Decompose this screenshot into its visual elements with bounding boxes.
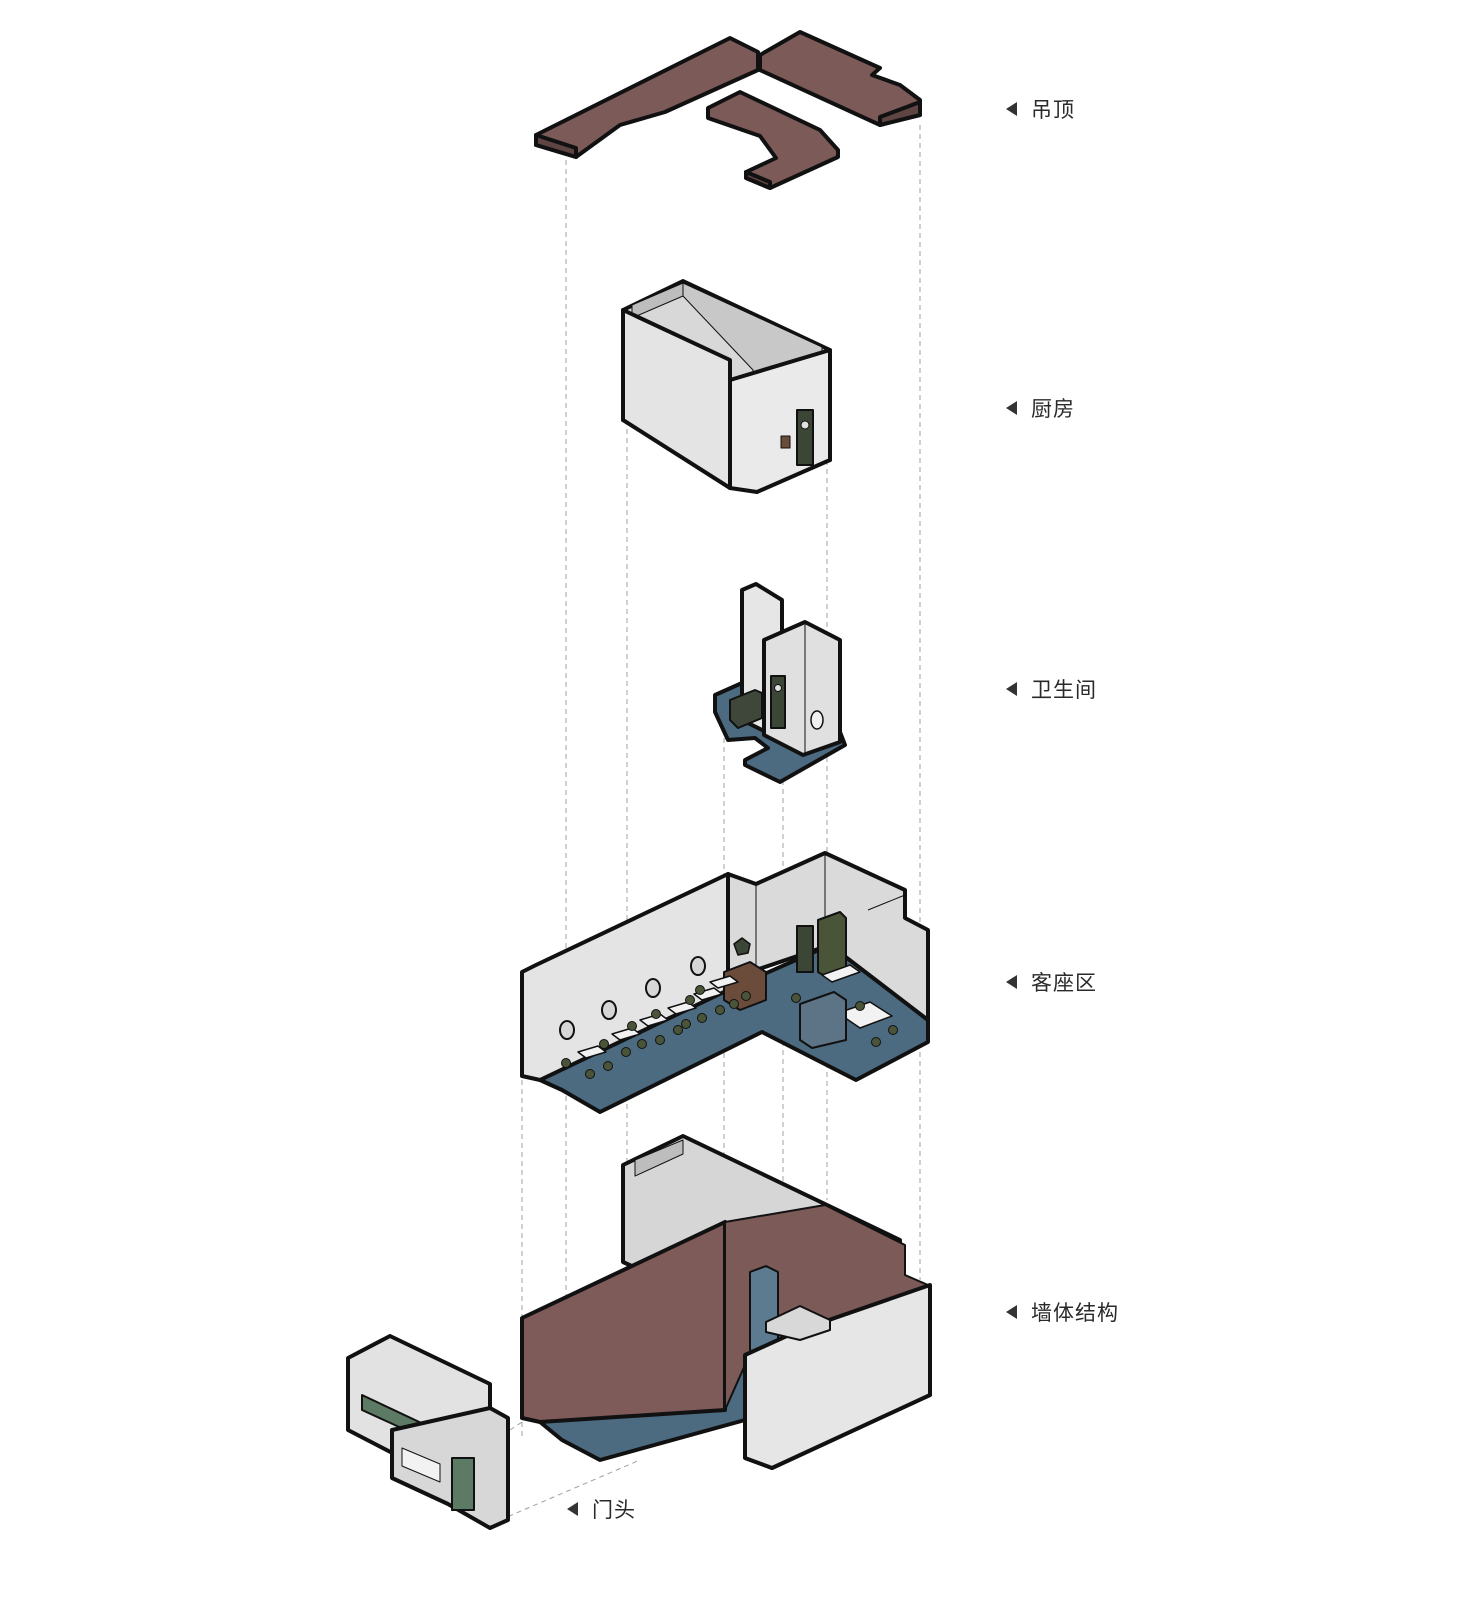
label-kitchen: 厨房 (1006, 393, 1075, 423)
chairs (561, 985, 898, 1079)
label-ceiling-text: 吊顶 (1031, 98, 1075, 122)
kitchen-layer (621, 279, 832, 494)
ceiling-layer (534, 30, 922, 190)
pointer-triangle-icon (1006, 1305, 1017, 1319)
entrance-lower-box (390, 1406, 510, 1530)
hexagon-decor-icon (733, 937, 751, 956)
toilet-layer (713, 582, 847, 784)
pointer-triangle-icon (1006, 102, 1017, 116)
label-toilet-text: 卫生间 (1031, 678, 1097, 702)
pointer-triangle-icon (1006, 401, 1017, 415)
label-seating-area-text: 客座区 (1031, 971, 1097, 995)
label-ceiling: 吊顶 (1006, 94, 1075, 124)
label-wall-structure: 墙体结构 (1006, 1297, 1119, 1327)
label-kitchen-text: 厨房 (1031, 397, 1075, 421)
entrance-door-icon (451, 1457, 475, 1511)
seating-floor (538, 943, 930, 1114)
label-entrance: 门头 (567, 1494, 636, 1524)
pointer-triangle-icon (1006, 975, 1017, 989)
urinal-icon (810, 710, 824, 730)
booth-seating (799, 991, 847, 1049)
label-wall-structure-text: 墙体结构 (1031, 1301, 1119, 1325)
service-counter (723, 961, 767, 1011)
ceiling-panel-right (758, 30, 922, 127)
seating-door-icon (796, 925, 814, 973)
brick-left-wall (520, 1220, 727, 1424)
dining-tables (577, 964, 893, 1059)
ceiling-panel-center (706, 90, 840, 190)
toilet-vanity (729, 689, 763, 729)
toilet-door-icon (770, 675, 786, 729)
porthole-windows (559, 956, 706, 1040)
kitchen-window-icon (780, 435, 791, 449)
kitchen-door-icon (796, 409, 814, 466)
pointer-triangle-icon (1006, 682, 1017, 696)
wall-structure-layer (520, 1134, 932, 1470)
seating-layer (520, 851, 930, 1114)
pointer-triangle-icon (567, 1502, 578, 1516)
label-seating-area: 客座区 (1006, 967, 1097, 997)
label-entrance-text: 门头 (592, 1498, 636, 1522)
label-toilet: 卫生间 (1006, 674, 1097, 704)
entrance-layer (346, 1334, 510, 1530)
